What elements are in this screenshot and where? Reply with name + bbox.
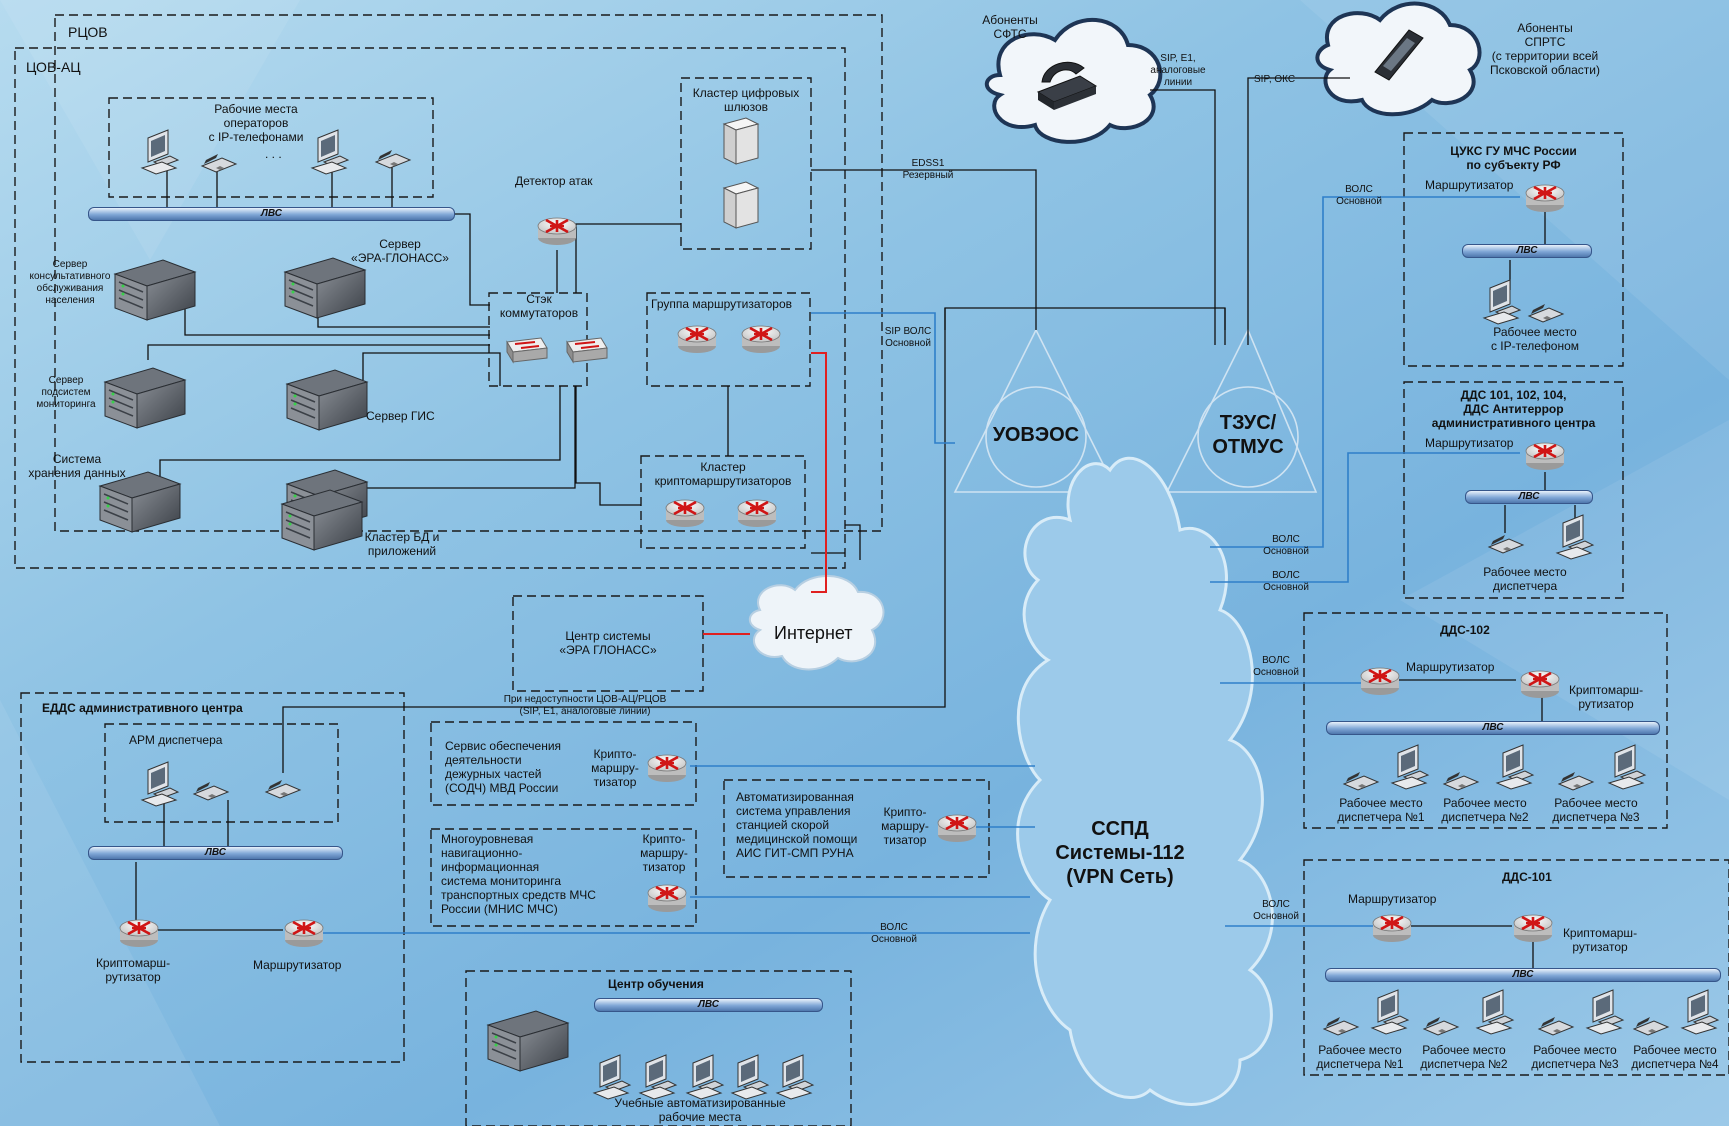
label-sodch-crypto: Крипто- маршру- тизатор xyxy=(591,747,639,789)
label-dds101-d3: Рабочее место диспетчера №3 xyxy=(1531,1043,1619,1071)
label-server-monitor: Сервер подсистем мониторинга xyxy=(36,375,96,410)
label-dds101-crypto: Криптомарш- рутизатор xyxy=(1562,926,1638,954)
lan-bar-dds101: ЛВС xyxy=(1325,968,1721,982)
label-internet: Интернет xyxy=(774,623,853,643)
label-edds-crypto: Криптомарш- рутизатор xyxy=(95,956,171,984)
label-dds102: ДДС-102 xyxy=(1440,623,1490,637)
link-edss1: EDSS1 Резервный xyxy=(902,158,954,181)
lan-bar-dds102: ЛВС xyxy=(1326,721,1660,735)
label-dds102-d1: Рабочее место диспетчера №1 xyxy=(1337,796,1425,824)
label-dds102-crypto: Криптомарш- рутизатор xyxy=(1568,683,1644,711)
link-sip-oks: SIP, ОКС xyxy=(1254,74,1296,85)
label-storage: Система хранения данных xyxy=(28,452,126,480)
link-vols-dds-a: ВОЛС Основной xyxy=(1263,534,1309,557)
label-dds101-d1: Рабочее место диспетчера №1 xyxy=(1316,1043,1404,1071)
label-dds102-d3: Рабочее место диспетчера №3 xyxy=(1552,796,1640,824)
zone-label-rcov: РЦОВ xyxy=(68,24,108,40)
lan-bar-cuks: ЛВС xyxy=(1462,244,1592,258)
label-dots: . . . xyxy=(265,147,282,161)
link-vols-dds102: ВОЛС Основной xyxy=(1253,655,1299,678)
link-vols-edds: ВОЛС Основной xyxy=(871,922,917,945)
label-era-center: Центр системы «ЭРА ГЛОНАСС» xyxy=(559,629,657,657)
label-attack-detector: Детектор атак xyxy=(515,174,593,188)
lan-bar-dds: ЛВС xyxy=(1465,490,1593,504)
label-dds: ДДС 101, 102, 104, ДДС Антитеррор админи… xyxy=(1431,388,1596,430)
link-fallback: При недоступности ЦОВ-АЦ/РЦОВ (SIP, E1, … xyxy=(503,694,667,717)
label-training: Центр обучения xyxy=(608,977,704,991)
link-vols-cuks: ВОЛС Основной xyxy=(1336,184,1382,207)
lan-bar-edds: ЛВС xyxy=(88,846,343,860)
lan-bar-operators: ЛВС xyxy=(88,207,455,221)
label-dds101-router: Маршрутизатор xyxy=(1348,892,1437,906)
label-mnis: Многоуровневая навигационно- информацион… xyxy=(441,832,596,916)
zone-label-cov-ac: ЦОВ-АЦ xyxy=(26,59,81,75)
label-tzus: ТЗУС/ ОТМУС xyxy=(1212,412,1284,458)
label-uoveos: УОВЭОС xyxy=(992,424,1080,446)
label-cuks-router: Маршрутизатор xyxy=(1425,178,1514,192)
link-sip-vols: SIP ВОЛС Основной xyxy=(884,326,932,349)
label-dds-router: Маршрутизатор xyxy=(1425,436,1514,450)
label-cluster-db: Кластер БД и приложений xyxy=(364,530,440,558)
label-dds101-d4: Рабочее место диспетчера №4 xyxy=(1631,1043,1719,1071)
label-subscribers-sprtc: Абоненты СПРТС (с территории всей Псковс… xyxy=(1490,21,1600,77)
label-training-ws: Учебные автоматизированные рабочие места xyxy=(614,1096,786,1124)
label-mnis-crypto: Крипто- маршру- тизатор xyxy=(640,832,688,874)
label-dds102-router: Маршрутизатор xyxy=(1406,660,1495,674)
link-vols-dds-b: ВОЛС Основной xyxy=(1263,570,1309,593)
label-ais-crypto: Крипто- маршру- тизатор xyxy=(881,805,929,847)
lan-bar-training: ЛВС xyxy=(594,998,823,1012)
label-operators: Рабочие места операторов с IP-телефонами xyxy=(208,102,304,144)
label-server-gis: Сервер ГИС xyxy=(366,409,435,423)
label-sspd: ССПД Системы-112 (VPN Сеть) xyxy=(1055,818,1185,888)
label-edds-router: Маршрутизатор xyxy=(253,958,342,972)
label-arm: АРМ диспетчера xyxy=(129,733,223,747)
label-router-group: Группа маршрутизаторов xyxy=(651,297,792,311)
label-dds-ws: Рабочее место диспетчера xyxy=(1483,565,1567,593)
label-ais: Автоматизированная система управления ст… xyxy=(736,790,858,860)
label-server-era: Сервер «ЭРА-ГЛОНАСС» xyxy=(351,237,449,265)
link-vols-dds101: ВОЛС Основной xyxy=(1253,899,1299,922)
label-sodch: Сервис обеспечения деятельности дежурных… xyxy=(445,739,562,795)
label-switch-stack: Стэк коммутаторов xyxy=(499,292,579,320)
label-dds101: ДДС-101 xyxy=(1502,870,1552,884)
label-cuks: ЦУКС ГУ МЧС России по субъекту РФ xyxy=(1450,144,1577,172)
label-subscribers-sftc: Абоненты СФТС xyxy=(982,13,1038,41)
zone-label-edds: ЕДДС административного центра xyxy=(42,701,243,715)
label-dds101-d2: Рабочее место диспетчера №2 xyxy=(1420,1043,1508,1071)
label-cuks-ws: Рабочее место с IP-телефоном xyxy=(1490,325,1580,353)
label-crypto-cluster: Кластер криптомаршрутизаторов xyxy=(654,460,792,488)
label-server-consult: Сервер консультативного обслуживания нас… xyxy=(29,259,111,306)
label-dds102-d2: Рабочее место диспетчера №2 xyxy=(1441,796,1529,824)
link-sip-e1: SIP, E1, аналоговые линии xyxy=(1150,53,1206,88)
label-gateway-cluster: Кластер цифровых шлюзов xyxy=(692,86,800,114)
